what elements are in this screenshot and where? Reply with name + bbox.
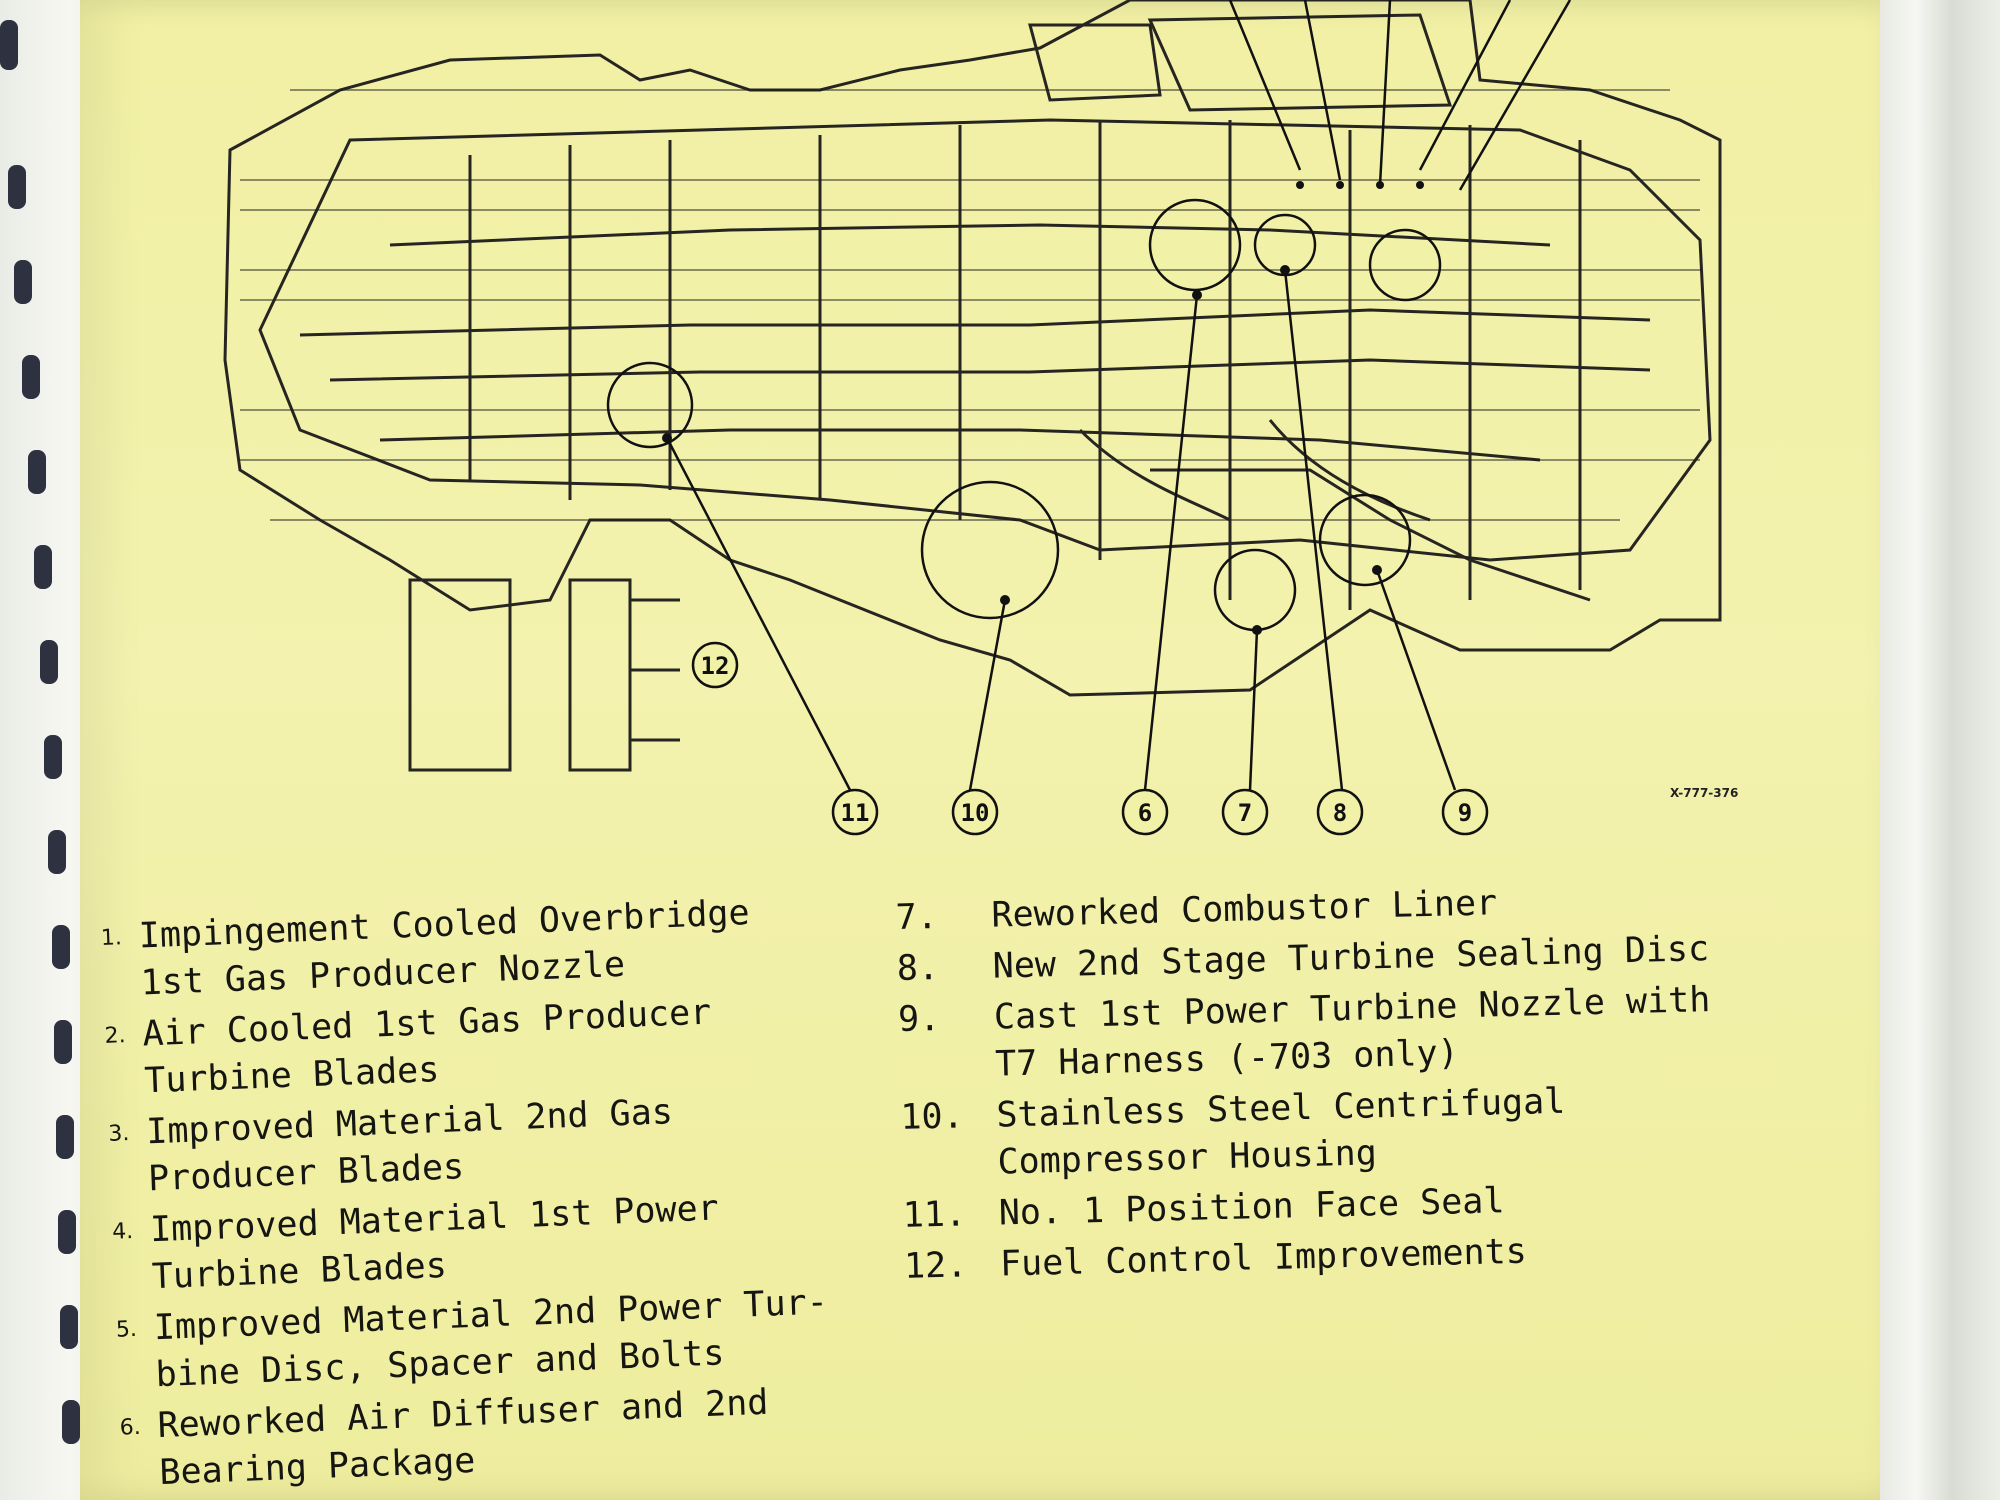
item-number: 10.	[899, 1096, 965, 1138]
callout-10	[951, 788, 999, 836]
item-number: 8.	[896, 947, 940, 989]
item-number: 12.	[903, 1245, 968, 1287]
item-number: 9.	[897, 998, 941, 1040]
list-item: 9. Cast 1st Power Turbine Nozzle with T7…	[897, 976, 1739, 1090]
page-stack-edge	[1880, 0, 2000, 1500]
callout-7-label: 7	[1238, 799, 1252, 827]
item-text: Cast 1st Power Turbine Nozzle with T7 Ha…	[993, 980, 1711, 1085]
item-text: Stainless Steel Centrifugal Compressor H…	[995, 1081, 1566, 1183]
figure-reference-code: X-777-376	[1670, 786, 1739, 800]
document-page	[80, 0, 1910, 1500]
item-number: 11.	[902, 1194, 967, 1236]
callout-8	[1316, 788, 1364, 836]
callout-6-label: 6	[1138, 799, 1152, 827]
callout-9	[1441, 788, 1489, 836]
item-number: 5.	[115, 1316, 138, 1343]
list-item: 10. Stainless Steel Centrifugal Compress…	[900, 1074, 1742, 1188]
item-number: 2.	[104, 1023, 127, 1049]
callout-11-label: 11	[841, 799, 870, 827]
callout-7	[1221, 788, 1269, 836]
parts-list-right: 7. Reworked Combustor Liner 8. New 2nd S…	[895, 874, 1745, 1294]
callout-8-label: 8	[1333, 799, 1347, 827]
callout-6	[1121, 788, 1169, 836]
callout-12-label: 12	[701, 652, 730, 680]
callout-11	[831, 788, 879, 836]
parts-list-left: 1. Impingement Cooled Overbridge 1st Gas…	[100, 887, 842, 1500]
callout-9-label: 9	[1458, 799, 1472, 827]
spiral-binding	[0, 20, 80, 1444]
callout-12	[691, 641, 739, 689]
item-number: 3.	[107, 1121, 130, 1147]
item-number: 4.	[111, 1218, 134, 1245]
item-number: 1.	[100, 925, 123, 951]
item-number: 7.	[895, 896, 939, 938]
callout-10-label: 10	[961, 799, 990, 827]
engine-cross-section-diagram: 11 10 6 7 8 9 12	[223, 0, 1722, 836]
item-number: 6.	[119, 1414, 142, 1441]
